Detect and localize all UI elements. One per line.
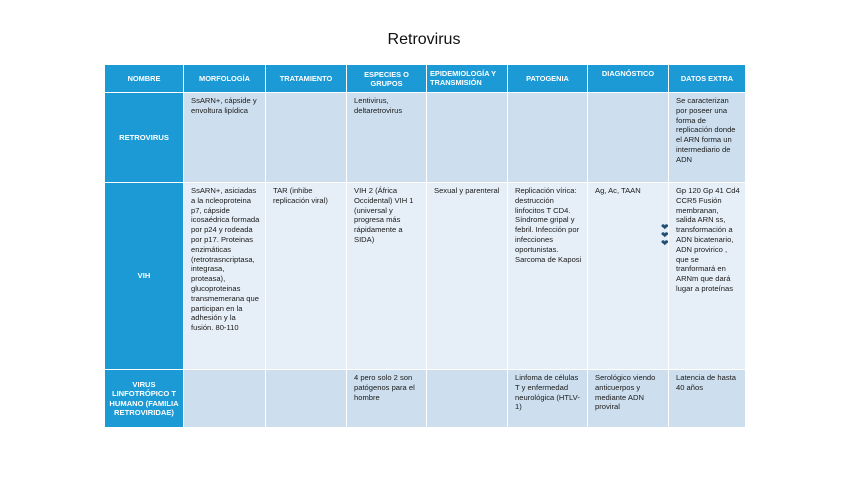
- cell-patogenia: Linfoma de células T y enfermedad neurol…: [507, 369, 588, 428]
- heart-icon: ❤: [661, 222, 669, 232]
- cell-morfologia: SsARN+, cápside y envoltura lipídica: [183, 92, 266, 183]
- heart-icon: ❤: [661, 238, 669, 248]
- row-name: VIH: [104, 182, 184, 370]
- header-morfologia: MORFOLOGÍA: [183, 64, 266, 93]
- cell-datos-extra: Latencia de hasta 40 años: [668, 369, 746, 428]
- heart-bullets: ❤ ❤ ❤: [661, 222, 671, 248]
- cell-diagnostico: Serológico viendo anticuerpos y mediante…: [587, 369, 669, 428]
- table-row: RETROVIRUS SsARN+, cápside y envoltura l…: [104, 92, 746, 183]
- cell-especies: 4 pero solo 2 son patógenos para el homb…: [346, 369, 427, 428]
- slide-title: Retrovirus: [387, 31, 461, 48]
- row-name: VIRUS LINFOTRÓPICO T HUMANO (FAMILIA RET…: [104, 369, 184, 428]
- cell-especies: VIH 2 (África Occidental) VIH 1 (univers…: [346, 182, 427, 370]
- cell-epidemiologia: Sexual y parenteral: [426, 182, 508, 370]
- cell-epidemiologia: [426, 369, 508, 428]
- header-nombre: NOMBRE: [104, 64, 184, 93]
- header-datos-extra: DATOS EXTRA: [668, 64, 746, 93]
- cell-patogenia: [507, 92, 588, 183]
- header-diagnostico: DIAGNÓSTICO: [587, 64, 669, 93]
- cell-morfologia: SsARN+, asiciadas a la ncleoproteina p7,…: [183, 182, 266, 370]
- table-row: VIH SsARN+, asiciadas a la ncleoproteina…: [104, 182, 746, 370]
- cell-especies: Lentivirus, deltaretrovirus: [346, 92, 427, 183]
- cell-epidemiologia: [426, 92, 508, 183]
- cell-morfologia: [183, 369, 266, 428]
- retrovirus-table: NOMBRE MORFOLOGÍA TRATAMIENTO ESPECIES O…: [104, 64, 746, 428]
- table-row: VIRUS LINFOTRÓPICO T HUMANO (FAMILIA RET…: [104, 369, 746, 428]
- cell-datos-extra: Gp 120 Gp 41 Cd4 CCR5 Fusión membranan, …: [668, 182, 746, 370]
- header-row: NOMBRE MORFOLOGÍA TRATAMIENTO ESPECIES O…: [104, 64, 746, 93]
- cell-tratamiento: TAR (inhibe replicación viral): [265, 182, 347, 370]
- header-tratamiento: TRATAMIENTO: [265, 64, 347, 93]
- header-especies: ESPECIES O GRUPOS: [346, 64, 427, 93]
- cell-patogenia: Replicación vírica: destrucción linfocit…: [507, 182, 588, 370]
- cell-datos-extra: Se caracterizan por poseer una forma de …: [668, 92, 746, 183]
- cell-diagnostico: [587, 92, 669, 183]
- cell-diagnostico: Ag, Ac, TAAN: [587, 182, 669, 370]
- header-epidemiologia: EPIDEMIOLOGÍA Y TRANSMISIÓN: [426, 64, 508, 93]
- cell-tratamiento: [265, 369, 347, 428]
- cell-tratamiento: [265, 92, 347, 183]
- row-name: RETROVIRUS: [104, 92, 184, 183]
- heart-icon: ❤: [661, 230, 669, 240]
- header-patogenia: PATOGENIA: [507, 64, 588, 93]
